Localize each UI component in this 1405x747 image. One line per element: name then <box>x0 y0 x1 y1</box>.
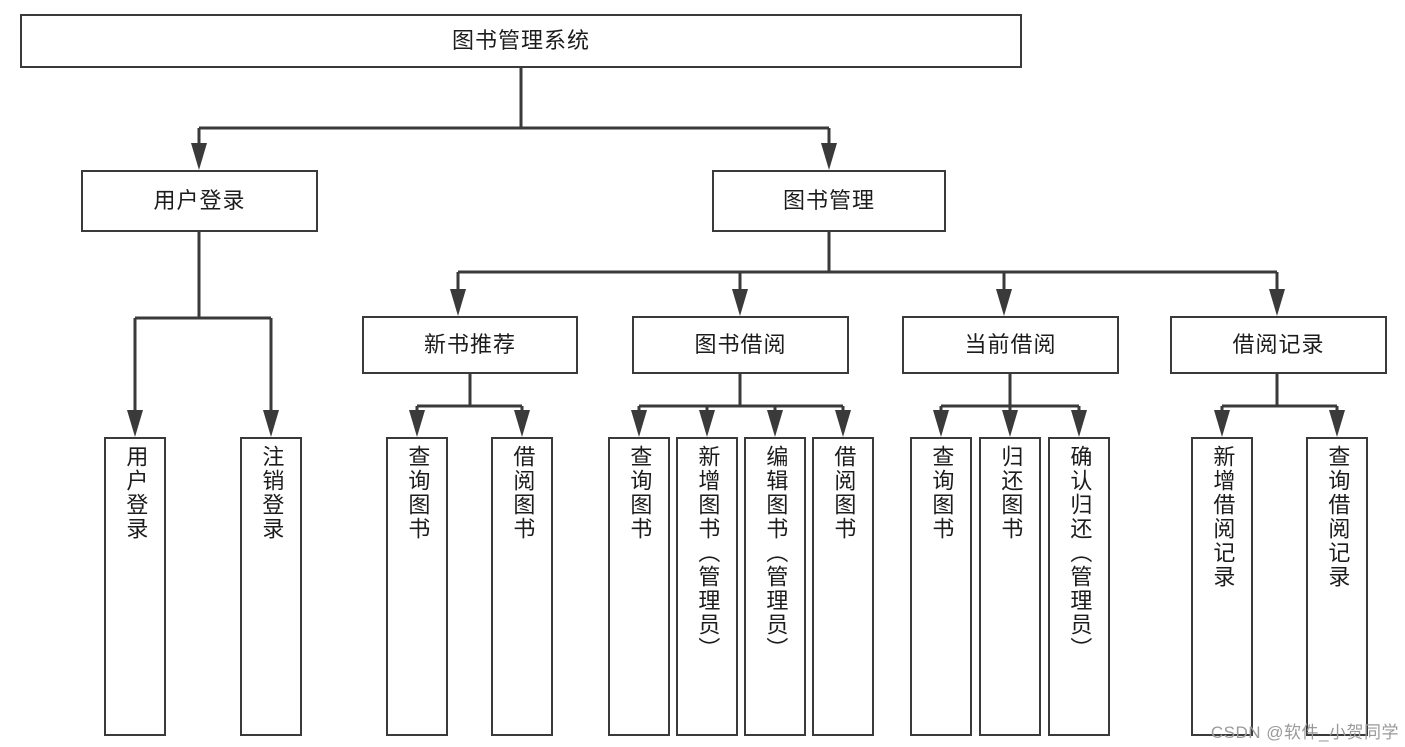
node-root[interactable]: 图书管理系统 <box>20 14 1022 68</box>
arrowhead-bb-leaf-3 <box>835 410 851 437</box>
leaf-new-book-0[interactable]: 查询图书 <box>386 437 448 736</box>
leaf-book-borrow-2[interactable]: 编辑图书（管理员） <box>744 437 806 736</box>
leaf-user-login-1-label: 注销登录 <box>259 445 285 541</box>
node-book-management-label: 图书管理 <box>782 187 875 213</box>
leaf-current-borrow-0-label: 查询图书 <box>929 445 955 541</box>
node-book-borrow-label: 图书借阅 <box>694 331 787 357</box>
leaf-book-borrow-3-label: 借阅图书 <box>831 445 857 541</box>
leaf-current-borrow-1[interactable]: 归还图书 <box>979 437 1041 736</box>
leaf-book-borrow-1-label: 新增图书（管理员） <box>695 445 721 661</box>
arrowhead-bb-leaf-0 <box>631 410 647 437</box>
leaf-user-login-1[interactable]: 注销登录 <box>240 437 302 736</box>
arrowhead-ul-leaf-0 <box>127 410 143 437</box>
leaf-current-borrow-2-label: 确认归还（管理员） <box>1067 445 1093 661</box>
node-user-login-label: 用户登录 <box>153 187 246 213</box>
node-book-borrow[interactable]: 图书借阅 <box>632 316 849 374</box>
arrowhead-to-user-login <box>191 143 207 170</box>
arrowhead-l3-1 <box>732 289 748 316</box>
leaf-new-book-1-label: 借阅图书 <box>510 445 536 541</box>
leaf-new-book-1[interactable]: 借阅图书 <box>491 437 553 736</box>
node-current-borrow-label: 当前借阅 <box>964 331 1057 357</box>
arrowhead-cb-leaf-0 <box>933 410 949 437</box>
node-current-borrow[interactable]: 当前借阅 <box>902 316 1119 374</box>
leaf-borrow-record-1-label: 查询借阅记录 <box>1325 445 1351 589</box>
node-root-label: 图书管理系统 <box>451 27 590 53</box>
leaf-book-borrow-0[interactable]: 查询图书 <box>608 437 670 736</box>
node-new-book-recommend[interactable]: 新书推荐 <box>362 316 578 374</box>
arrowhead-l3-2 <box>996 289 1012 316</box>
leaf-borrow-record-1[interactable]: 查询借阅记录 <box>1306 437 1368 736</box>
arrowhead-nb-leaf-0 <box>409 410 425 437</box>
leaf-book-borrow-3[interactable]: 借阅图书 <box>812 437 874 736</box>
arrowhead-bb-leaf-1 <box>699 410 715 437</box>
leaf-current-borrow-1-label: 归还图书 <box>998 445 1024 541</box>
leaf-borrow-record-0[interactable]: 新增借阅记录 <box>1191 437 1253 736</box>
arrowhead-l3-3 <box>1269 289 1285 316</box>
leaf-current-borrow-0[interactable]: 查询图书 <box>910 437 972 736</box>
arrowhead-br-leaf-1 <box>1329 410 1345 437</box>
arrowheads <box>127 143 1345 437</box>
arrowhead-br-leaf-0 <box>1214 410 1230 437</box>
node-borrow-record[interactable]: 借阅记录 <box>1170 316 1387 374</box>
arrowhead-to-book-mgmt <box>821 143 837 170</box>
arrowhead-cb-leaf-1 <box>1002 410 1018 437</box>
node-borrow-record-label: 借阅记录 <box>1232 331 1325 357</box>
arrowhead-l3-0 <box>450 289 466 316</box>
leaf-new-book-0-label: 查询图书 <box>405 445 431 541</box>
leaf-user-login-0-label: 用户登录 <box>123 445 149 541</box>
node-user-login[interactable]: 用户登录 <box>81 170 318 232</box>
leaf-borrow-record-0-label: 新增借阅记录 <box>1210 445 1236 589</box>
leaf-book-borrow-2-label: 编辑图书（管理员） <box>763 445 789 661</box>
arrowhead-ul-leaf-1 <box>263 410 279 437</box>
node-book-management[interactable]: 图书管理 <box>712 170 946 232</box>
arrowhead-nb-leaf-1 <box>514 410 530 437</box>
arrowhead-bb-leaf-2 <box>767 410 783 437</box>
node-new-book-recommend-label: 新书推荐 <box>423 331 516 357</box>
arrowhead-cb-leaf-2 <box>1071 410 1087 437</box>
leaf-book-borrow-1[interactable]: 新增图书（管理员） <box>676 437 738 736</box>
leaf-user-login-0[interactable]: 用户登录 <box>104 437 166 736</box>
leaf-current-borrow-2[interactable]: 确认归还（管理员） <box>1048 437 1110 736</box>
leaf-book-borrow-0-label: 查询图书 <box>627 445 653 541</box>
